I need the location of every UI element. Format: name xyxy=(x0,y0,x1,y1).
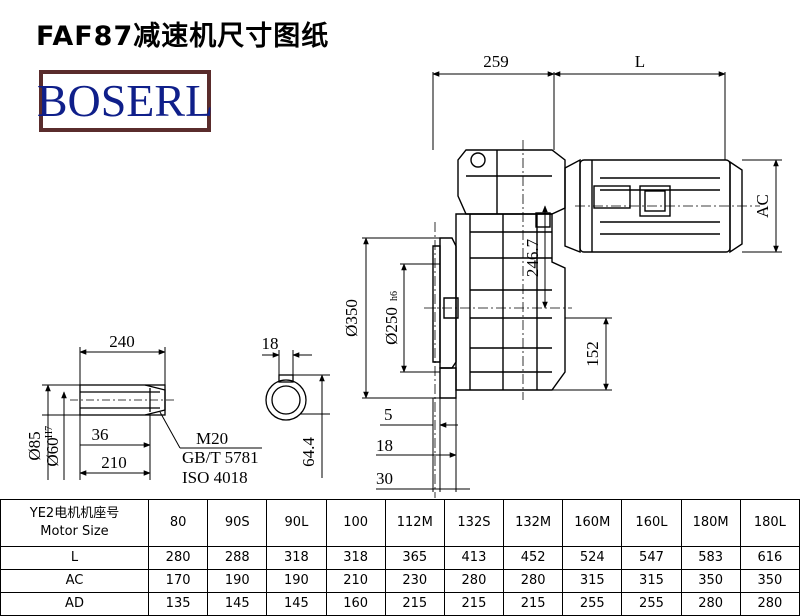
key-64-label: 64.4 xyxy=(299,437,318,467)
dim-L xyxy=(553,71,726,160)
value-cell: 350 xyxy=(739,569,800,593)
table-row-AC: AC 170 190 190 210 230 280 280 315 315 3… xyxy=(0,569,800,593)
dim-AC-label: AC xyxy=(753,194,772,218)
keyway-section xyxy=(265,374,307,421)
page-title: FAF87减速机尺寸图纸 xyxy=(36,21,330,52)
table-header-row: YE2电机机座号 Motor Size 80 90S 90L 100 112M … xyxy=(0,499,800,547)
size-cell: 112M xyxy=(384,499,445,547)
dim-d250-tolerance: h6 xyxy=(389,291,400,301)
value-cell: 280 xyxy=(680,592,741,616)
brand-logo: BOSERL xyxy=(36,70,214,132)
dim-AC xyxy=(742,159,782,253)
dim-d250 xyxy=(400,263,440,373)
table-row-L: L 280 288 318 318 365 413 452 524 547 58… xyxy=(0,546,800,570)
value-cell: 215 xyxy=(443,592,505,616)
motor-size-table: YE2电机机座号 Motor Size 80 90S 90L 100 112M … xyxy=(0,499,800,616)
value-cell: 280 xyxy=(739,592,800,616)
value-cell: 365 xyxy=(384,546,445,570)
shaft-210-label: 210 xyxy=(101,453,127,472)
size-cell: 90S xyxy=(207,499,268,547)
value-cell: 280 xyxy=(147,546,209,570)
gearbox-outline xyxy=(432,149,566,399)
value-cell: 280 xyxy=(443,569,505,593)
note-m20: M20 xyxy=(196,429,228,448)
row-label: L xyxy=(0,546,149,570)
center-lines xyxy=(424,140,572,498)
value-cell: 350 xyxy=(680,569,741,593)
value-cell: 452 xyxy=(503,546,564,570)
size-cell: 160M xyxy=(562,499,623,547)
dim-259 xyxy=(432,71,555,150)
note-gb: GB/T 5781 xyxy=(182,448,259,467)
table-header-label: YE2电机机座号 Motor Size xyxy=(0,499,149,547)
size-cell: 100 xyxy=(325,499,386,547)
value-cell: 190 xyxy=(266,569,327,593)
dim-152-label: 152 xyxy=(583,341,602,367)
dimension-drawing: 259 L AC 246.7 Ø350 Ø250 h6 152 xyxy=(25,52,782,498)
shaft-d85-label: Ø85 xyxy=(25,431,44,460)
size-cell: 180L xyxy=(739,499,800,547)
value-cell: 230 xyxy=(384,569,445,593)
size-cell: 90L xyxy=(266,499,327,547)
value-cell: 616 xyxy=(739,546,800,570)
dim-259-label: 259 xyxy=(483,52,509,71)
dim-d250-label: Ø250 xyxy=(382,307,401,345)
header-label-en: Motor Size xyxy=(40,524,109,539)
note-iso: ISO 4018 xyxy=(182,468,248,487)
dim-d350-label: Ø350 xyxy=(342,299,361,337)
dim-bottom-stack xyxy=(376,398,470,492)
value-cell: 413 xyxy=(443,546,505,570)
value-cell: 135 xyxy=(147,592,209,616)
dim-18-label: 18 xyxy=(376,436,393,455)
value-cell: 255 xyxy=(562,592,623,616)
shaft-36-label: 36 xyxy=(92,425,109,444)
size-cell: 80 xyxy=(147,499,209,547)
value-cell: 280 xyxy=(503,569,564,593)
dim-5-label: 5 xyxy=(384,405,393,424)
value-cell: 190 xyxy=(207,569,268,593)
value-cell: 315 xyxy=(562,569,623,593)
value-cell: 255 xyxy=(621,592,682,616)
keyway-dims xyxy=(262,350,330,478)
dim-246-7-label: 246.7 xyxy=(523,238,542,277)
brand-logo-text: BOSERL xyxy=(36,75,214,126)
value-cell: 583 xyxy=(680,546,741,570)
size-cell: 132S xyxy=(443,499,505,547)
value-cell: 215 xyxy=(503,592,564,616)
value-cell: 160 xyxy=(325,592,386,616)
shaft-dims xyxy=(42,347,262,480)
header-label-cn: YE2电机机座号 xyxy=(29,506,120,521)
shaft-240-label: 240 xyxy=(109,332,135,351)
value-cell: 145 xyxy=(266,592,327,616)
value-cell: 547 xyxy=(621,546,682,570)
dim-d350 xyxy=(362,237,440,399)
size-cell: 160L xyxy=(621,499,682,547)
value-cell: 315 xyxy=(621,569,682,593)
value-cell: 288 xyxy=(207,546,268,570)
value-cell: 524 xyxy=(562,546,623,570)
dim-30-label: 30 xyxy=(376,469,393,488)
value-cell: 170 xyxy=(147,569,209,593)
value-cell: 318 xyxy=(325,546,386,570)
key-18-label: 18 xyxy=(262,334,279,353)
value-cell: 215 xyxy=(384,592,445,616)
size-cell: 132M xyxy=(503,499,564,547)
row-label: AD xyxy=(0,592,149,616)
dim-152 xyxy=(552,317,612,391)
value-cell: 318 xyxy=(266,546,327,570)
size-cell: 180M xyxy=(680,499,741,547)
shaft-d60-label: Ø60 xyxy=(43,437,62,466)
shaft-d60-tolerance: H7 xyxy=(44,426,55,438)
value-cell: 145 xyxy=(207,592,268,616)
dim-L-label: L xyxy=(635,52,645,71)
row-label: AC xyxy=(0,569,149,593)
value-cell: 210 xyxy=(325,569,386,593)
table-row-AD: AD 135 145 145 160 215 215 215 255 255 2… xyxy=(0,592,800,616)
